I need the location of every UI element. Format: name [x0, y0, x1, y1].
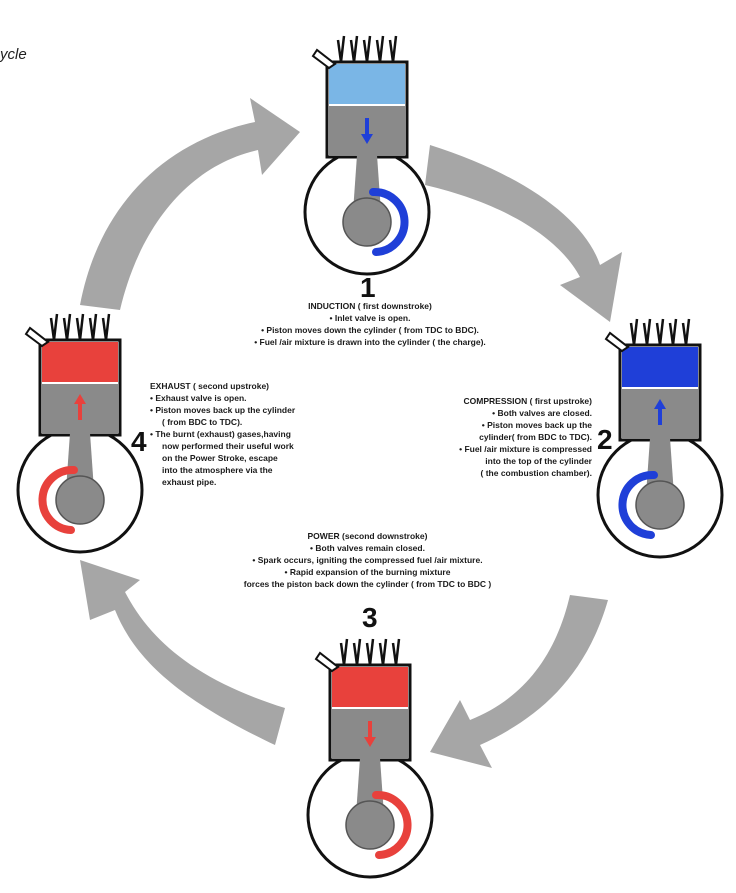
piston-direction-arrowhead	[74, 394, 86, 404]
valve-stem	[365, 638, 375, 666]
step-4-line: into the atmosphere via the	[162, 465, 273, 475]
step-4-line: now performed their useful work	[162, 441, 294, 451]
valve-stem	[378, 638, 388, 666]
combustion-chamber-fill	[332, 667, 408, 707]
step-1-heading: INDUCTION ( first downstroke)	[308, 301, 432, 311]
valve-stem	[75, 313, 85, 341]
cylinder-head	[339, 638, 401, 666]
combustion-chamber-fill	[329, 64, 405, 104]
valve-stem	[375, 35, 385, 63]
crankshaft	[635, 480, 685, 530]
step-3-description: POWER (second downstroke) • Both valves …	[175, 530, 560, 590]
engine	[303, 35, 431, 276]
step-4-line: • Piston moves back up the cylinder	[150, 405, 296, 415]
piston-direction-arrowhead	[654, 399, 666, 409]
valve-stem	[391, 638, 401, 666]
connecting-rod	[353, 155, 381, 212]
rotation-arrow	[369, 187, 409, 256]
diagram-title: ycle	[0, 46, 27, 63]
spark-plug	[24, 326, 50, 348]
step-2-description: COMPRESSION ( first upstroke) • Both val…	[396, 395, 592, 479]
step-3-line: • Both valves remain closed.	[310, 543, 425, 553]
step-4-line: • The burnt (exhaust) gases,having	[150, 429, 291, 439]
spark-plug	[314, 651, 340, 673]
step-4-line: • Exhaust valve is open.	[150, 393, 247, 403]
rotation-arrow	[372, 790, 412, 859]
valve-stem	[362, 35, 372, 63]
valve-stem	[352, 638, 362, 666]
step-1-number: 1	[360, 272, 376, 303]
step-3-line: • Rapid expansion of the burning mixture	[284, 567, 451, 577]
engine	[16, 313, 144, 554]
engine	[596, 318, 724, 559]
step-4-number: 4	[131, 426, 147, 457]
valve-stem	[388, 35, 398, 63]
valve-stem	[642, 318, 652, 346]
step-2-heading: COMPRESSION ( first upstroke)	[463, 396, 592, 406]
valve-stem	[101, 313, 111, 341]
step-2-line: • Both valves are closed.	[492, 408, 592, 418]
rotation-arrow	[618, 470, 658, 539]
crankshaft	[55, 475, 105, 525]
step-4-line: exhaust pipe.	[162, 477, 217, 487]
cylinder-head	[49, 313, 111, 341]
engine-illustrations	[16, 35, 724, 879]
cycle-arrow	[425, 145, 622, 322]
valve-stem	[668, 318, 678, 346]
cycle-arrow	[80, 98, 300, 310]
spark-plug	[311, 48, 337, 70]
valve-stem	[62, 313, 72, 341]
step-2-line: • Piston moves back up the	[481, 420, 592, 430]
step-2-line: cylinder( from BDC to TDC).	[479, 432, 592, 442]
valve-stem	[655, 318, 665, 346]
cylinder-head	[629, 318, 691, 346]
cycle-arrow	[430, 595, 608, 768]
valve-stem	[681, 318, 691, 346]
step-3-number: 3	[362, 602, 378, 633]
cylinder-head	[336, 35, 398, 63]
engine	[306, 638, 434, 879]
step-4-line: on the Power Stroke, escape	[162, 453, 278, 463]
crankshaft	[342, 197, 392, 247]
piston-direction-arrowhead	[361, 134, 373, 144]
connecting-rod	[646, 438, 674, 495]
valve-stem	[629, 318, 639, 346]
crankshaft	[345, 800, 395, 850]
step-4-heading: EXHAUST ( second upstroke)	[150, 381, 270, 391]
step-1-line: • Inlet valve is open.	[329, 313, 411, 323]
valve-stem	[336, 35, 346, 63]
step-2-line: • Fuel /air mixture is compressed	[459, 444, 592, 454]
step-3-heading: POWER (second downstroke)	[307, 531, 428, 541]
cycle-arrows	[80, 98, 622, 768]
connecting-rod	[66, 433, 94, 490]
step-2-line: ( the combustion chamber).	[480, 468, 592, 478]
step-4-description: EXHAUST ( second upstroke) • Exhaust val…	[150, 380, 320, 488]
step-4-line: ( from BDC to TDC).	[162, 417, 243, 427]
step-3-line: forces the piston back down the cylinder…	[243, 579, 492, 589]
step-1-line: • Piston moves down the cylinder ( from …	[261, 325, 479, 335]
connecting-rod	[356, 758, 384, 815]
step-2-line: into the top of the cylinder	[485, 456, 592, 466]
valve-stem	[88, 313, 98, 341]
combustion-chamber-fill	[42, 342, 118, 382]
step-1-description: INDUCTION ( first downstroke) • Inlet va…	[200, 300, 540, 348]
valve-stem	[349, 35, 359, 63]
step-3-line: • Spark occurs, igniting the compressed …	[252, 555, 483, 565]
step-2-number: 2	[597, 424, 613, 455]
piston-direction-arrowhead	[364, 737, 376, 747]
spark-plug	[604, 331, 630, 353]
cycle-arrow	[80, 560, 285, 745]
valve-stem	[49, 313, 59, 341]
rotation-arrow	[38, 465, 78, 534]
combustion-chamber-fill	[622, 347, 698, 387]
step-1-line: • Fuel /air mixture is drawn into the cy…	[254, 337, 486, 347]
valve-stem	[339, 638, 349, 666]
